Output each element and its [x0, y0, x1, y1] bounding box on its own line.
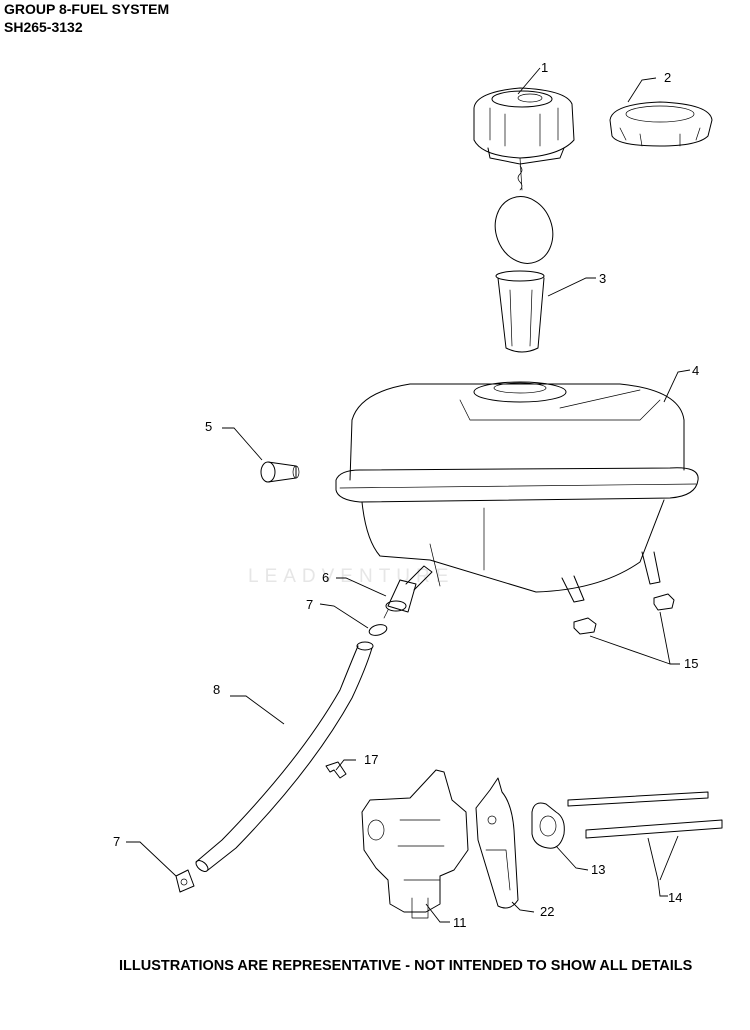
callout-14: 14	[668, 890, 682, 905]
part-14-studs[interactable]	[567, 791, 723, 839]
page-header: GROUP 8-FUEL SYSTEM SH265-3132	[4, 0, 169, 36]
part-8-fuel-hose[interactable]	[194, 641, 374, 874]
part-3-fuel-strainer[interactable]	[495, 270, 545, 353]
part-6-fuel-valve[interactable]	[383, 565, 433, 619]
part-15-nuts[interactable]	[573, 593, 675, 635]
callout-6: 6	[322, 570, 329, 585]
callout-8: 8	[213, 682, 220, 697]
part-13-gasket[interactable]	[531, 802, 565, 849]
part-1-fuel-cap[interactable]	[473, 87, 575, 272]
callout-4: 4	[692, 363, 699, 378]
callout-7-lower: 7	[113, 834, 120, 849]
callout-13: 13	[591, 862, 605, 877]
callout-1: 1	[541, 60, 548, 75]
callout-numbers: 1 2 3 4 5 6 7 8 17 7 11 22 13 14 15	[113, 60, 699, 930]
part-7-hose-clamp-upper[interactable]	[368, 623, 388, 637]
watermark-text: LEADVENTURE	[248, 566, 454, 587]
group-title: GROUP 8-FUEL SYSTEM	[4, 1, 170, 17]
part-7-hose-clamp-lower[interactable]	[175, 869, 195, 893]
callout-2: 2	[664, 70, 671, 85]
callout-22: 22	[540, 904, 554, 919]
part-22-insulator[interactable]	[475, 777, 519, 909]
callout-5: 5	[205, 419, 212, 434]
callout-17: 17	[364, 752, 378, 767]
callout-11: 11	[453, 915, 467, 930]
callout-15: 15	[684, 656, 698, 671]
model-number: SH265-3132	[4, 19, 83, 35]
part-11-carburetor[interactable]	[361, 769, 469, 919]
part-2-cap-ring[interactable]	[609, 101, 713, 147]
leader-lines	[126, 67, 691, 923]
part-17-clip[interactable]	[325, 761, 347, 779]
callout-3: 3	[599, 271, 606, 286]
part-5-bolt[interactable]	[260, 461, 300, 483]
part-4-fuel-tank[interactable]	[335, 381, 699, 603]
callout-7-upper: 7	[306, 597, 313, 612]
disclaimer-note: ILLUSTRATIONS ARE REPRESENTATIVE - NOT I…	[119, 958, 693, 974]
